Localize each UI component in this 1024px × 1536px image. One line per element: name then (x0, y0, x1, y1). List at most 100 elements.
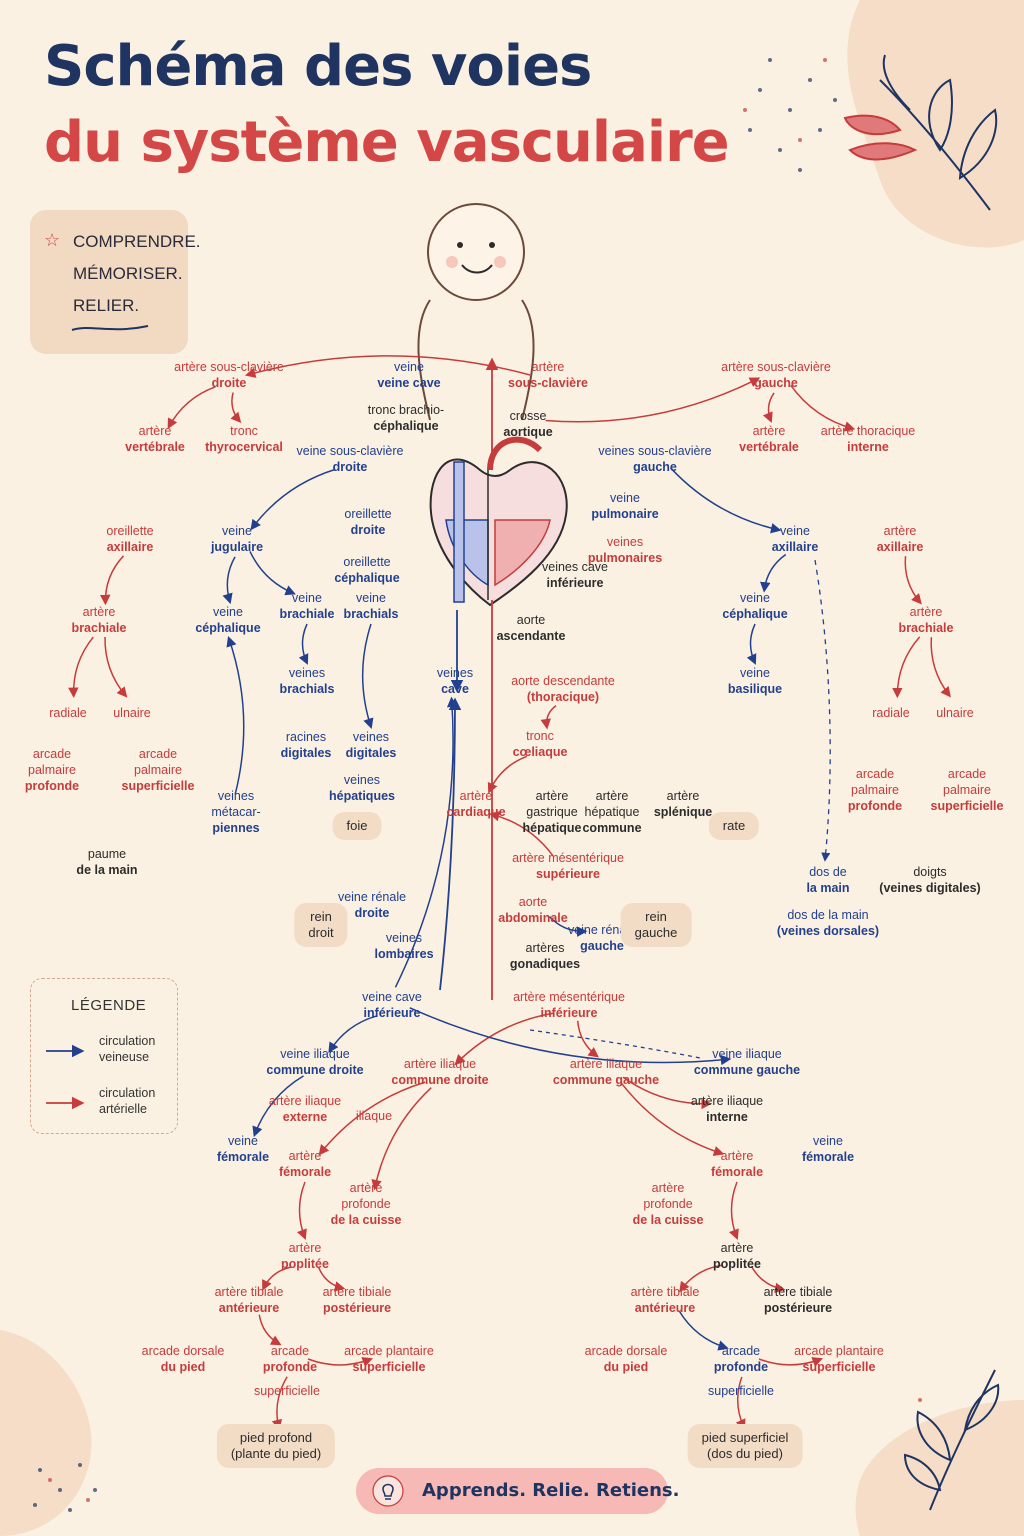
vessel-edge (622, 1076, 712, 1110)
vessel-edge (249, 551, 296, 596)
corner-blob-bottom-right (855, 1400, 1024, 1536)
node-a-uln-d: ulnaire (113, 706, 151, 720)
node-rate: rate (708, 812, 760, 840)
vessel-edge (576, 1020, 599, 1058)
vessel-edge (904, 556, 922, 605)
leaf-decoration-icon (903, 1369, 1000, 1511)
vessel-edge (328, 1014, 378, 1054)
node-pied-prof: pied profond(plante du pied) (216, 1424, 336, 1468)
vessel-edge (670, 467, 782, 534)
vessel-connections (68, 355, 951, 1431)
vessel-edge (540, 705, 557, 730)
vessel-edge (729, 1181, 739, 1240)
node-doigts: doigts(veines digitales) (879, 865, 981, 895)
vessel-edge (307, 1357, 373, 1367)
vessel-edge (892, 636, 921, 699)
node-superf-g: superficielle (707, 1384, 775, 1398)
motto-box: ☆ COMPRENDRE. MÉMORISER. RELIER. (30, 210, 201, 354)
head (427, 203, 525, 301)
vessel-edge (258, 1314, 282, 1346)
legend-box: LÉGENDE circulation veineuse circulation… (30, 978, 178, 1134)
vessel-edge (746, 623, 757, 665)
vessel-edge (488, 811, 554, 857)
node-a-il-int-d: iliaque (355, 1109, 393, 1123)
vessel-edge (250, 468, 336, 531)
vessel-edge (222, 556, 236, 605)
corner-blob-top-right (847, 0, 1024, 248)
vessel-edge (545, 377, 761, 423)
legend-title: LÉGENDE (71, 997, 147, 1014)
node-superf-d: superficielle (253, 1384, 321, 1398)
vessel-edge (104, 636, 128, 698)
vessel-edge (252, 1075, 304, 1138)
vessel-edge (790, 384, 856, 432)
motto-line-1: COMPRENDRE. (73, 232, 201, 251)
vessel-edge (271, 1376, 288, 1431)
vessel-edge (318, 1267, 346, 1292)
title-line-2: du système vasculaire (44, 110, 730, 175)
vessel-edge (394, 696, 458, 988)
vessel-edge (549, 916, 588, 937)
vessel-edge (762, 392, 775, 424)
tagline-text: Apprends. Relie. Retiens. (422, 1480, 680, 1501)
vessel-edge (760, 553, 787, 593)
vessel-edge (167, 386, 216, 430)
node-foie: foie (332, 812, 382, 840)
vessel-edge (318, 1081, 426, 1156)
motto-line-3: RELIER. (73, 296, 140, 315)
dot-decoration (33, 58, 837, 1512)
node-a-rad-g: radiale (872, 706, 910, 720)
leaf-decoration-icon (843, 54, 998, 211)
vessel-edge (68, 636, 94, 699)
